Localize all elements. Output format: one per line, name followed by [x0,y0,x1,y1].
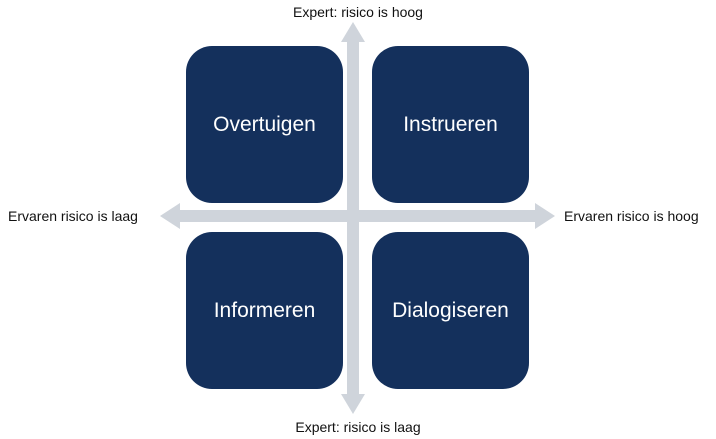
arrow-left-icon [160,203,180,229]
axis-label-top: Expert: risico is hoog [293,4,423,20]
horizontal-axis [160,203,555,229]
quadrant-label: Informeren [213,298,316,322]
axis-label-left: Ervaren risico is laag [8,208,138,224]
axis-label-right: Ervaren risico is hoog [564,208,699,224]
axis-label-bottom: Expert: risico is laag [295,419,421,435]
quadrant-label: Dialogiseren [392,298,509,322]
quadrant-overtuigen: Overtuigen [186,46,343,203]
quadrant-dialogiseren: Dialogiseren [372,232,529,389]
arrow-right-icon [535,203,555,229]
quadrant-informeren: Informeren [186,232,343,389]
quadrant-instrueren: Instrueren [372,46,529,203]
quadrant-label: Instrueren [403,112,498,136]
quadrant-label: Overtuigen [213,112,316,136]
arrow-up-icon [341,22,365,42]
arrow-down-icon [341,394,365,414]
